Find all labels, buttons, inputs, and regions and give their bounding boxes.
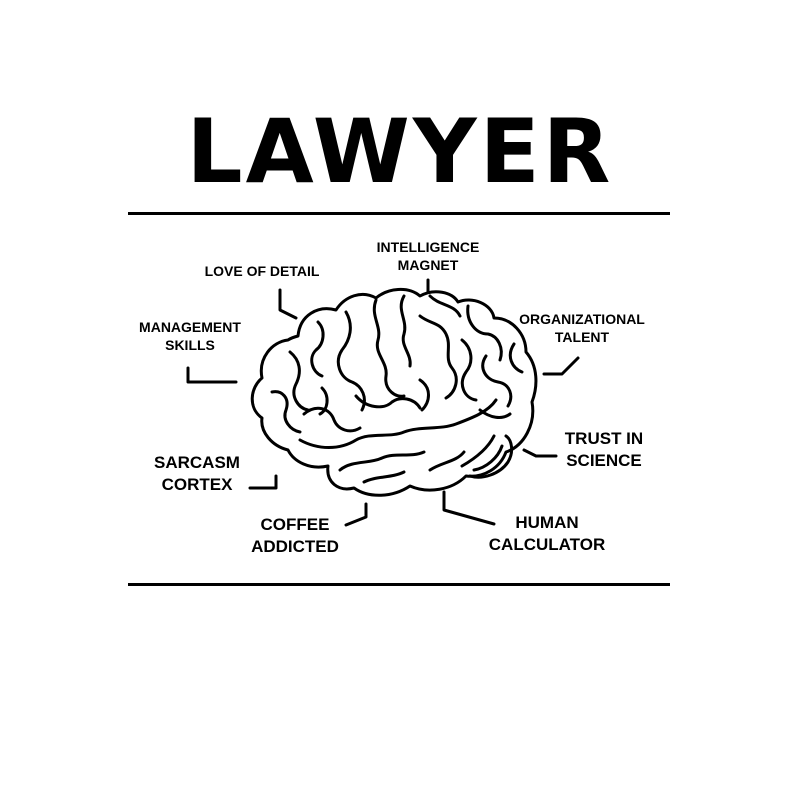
label-coffee-addicted: COFFEE ADDICTED xyxy=(251,515,339,557)
leader-lines xyxy=(186,278,580,527)
label-sarcasm-cortex: SARCASM CORTEX xyxy=(154,453,240,495)
leader-love-of-detail xyxy=(278,288,298,320)
leader-trust-in-science xyxy=(522,448,558,458)
label-management-skills: MANAGEMENT SKILLS xyxy=(139,319,241,354)
label-trust-in-science: TRUST IN SCIENCE xyxy=(564,429,644,471)
brain-icon xyxy=(250,288,538,497)
leader-coffee-addicted xyxy=(344,502,368,527)
leader-organizational-talent xyxy=(542,356,580,376)
label-love-of-detail: LOVE OF DETAIL xyxy=(204,263,320,279)
top-divider xyxy=(128,212,670,215)
label-human-calculator: HUMAN CALCULATOR xyxy=(488,513,606,555)
page-title: LAWYER xyxy=(186,100,614,203)
leader-sarcasm-cortex xyxy=(248,474,278,490)
leader-human-calculator xyxy=(442,490,496,526)
label-intelligence-magnet: INTELLIGENCE MAGNET xyxy=(376,239,480,274)
bottom-divider xyxy=(128,583,670,586)
label-organizational-talent: ORGANIZATIONAL TALENT xyxy=(519,311,645,346)
leader-management-skills xyxy=(186,366,238,384)
